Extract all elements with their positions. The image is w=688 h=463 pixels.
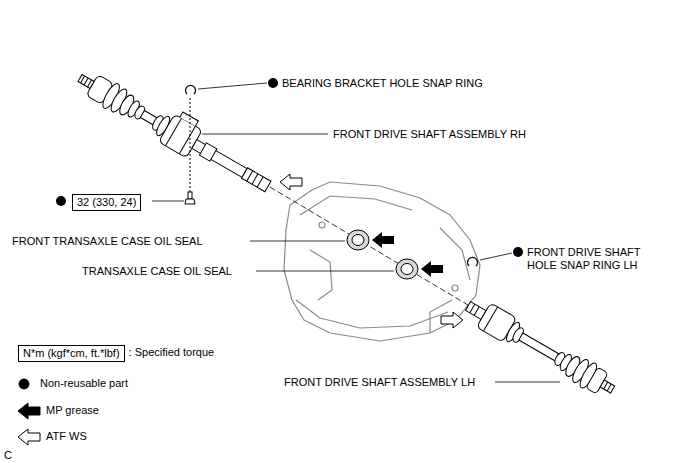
- non-reusable-mark-part: [56, 196, 66, 206]
- leader-line-part: [202, 134, 328, 135]
- drive-shaft-rh-part: [242, 168, 271, 192]
- part-label: FRONT DRIVE SHAFT ASSEMBLY RH: [333, 128, 526, 141]
- legend-sample-part: [18, 429, 40, 445]
- atf-ws-arrow-part: [280, 174, 302, 190]
- drive-shaft-rh: [72, 59, 279, 200]
- center-line: [270, 187, 468, 305]
- drive-shaft-lh-part: [607, 384, 611, 391]
- legend-sample-part: [19, 379, 29, 389]
- part-label: FRONT DRIVE SHAFT HOLE SNAP RING LH: [527, 246, 667, 272]
- bolt: [185, 98, 195, 204]
- drive-shaft-lh: [461, 294, 620, 402]
- transaxle-housing: [284, 182, 480, 341]
- oil-seal: [347, 230, 418, 279]
- drive-shaft-rh-part: [247, 171, 253, 181]
- mp-grease-arrow-part: [372, 232, 394, 248]
- part-label: TRANSAXLE CASE OIL SEAL: [82, 265, 232, 278]
- bolt-part: [190, 98, 191, 192]
- transaxle-housing-part: [452, 285, 458, 291]
- legend-text: : Specified torque: [129, 346, 215, 359]
- snap-ring: [185, 85, 477, 266]
- atf-ws-arrow: [280, 174, 463, 328]
- drive-shaft-rh-part: [199, 143, 216, 161]
- transaxle-housing-part: [284, 182, 480, 341]
- transaxle-housing-part: [296, 300, 448, 328]
- transaxle-housing-part: [319, 222, 325, 228]
- snap-ring-part: [185, 85, 195, 94]
- oil-seal-part: [347, 230, 369, 250]
- legend-text: ATF WS: [46, 430, 87, 443]
- torque-legend-box: N*m (kgf*cm, ft.*lbf): [18, 345, 125, 362]
- drive-shaft-rh-part: [166, 118, 182, 146]
- bolt-part: [188, 192, 192, 199]
- oil-seal-part: [401, 264, 413, 275]
- mp-grease-arrow: [372, 232, 443, 277]
- legend-sample: [18, 379, 40, 445]
- drive-shaft-rh-part: [88, 80, 92, 87]
- leader-line-part: [250, 241, 345, 242]
- atf-ws-arrow-part: [441, 312, 463, 328]
- drive-shaft-lh-part: [470, 304, 475, 313]
- oil-seal-part: [396, 259, 418, 279]
- node-text: 32 (330, 24): [77, 196, 136, 209]
- drive-shaft-rh-part: [257, 177, 263, 187]
- transaxle-housing-part: [300, 196, 412, 215]
- transaxle-housing-part: [310, 250, 332, 300]
- drive-shaft-rh-part: [81, 76, 85, 83]
- legend-text: Non-reusable part: [40, 377, 128, 390]
- non-reusable-mark-part: [513, 247, 523, 257]
- leader-line-part: [198, 83, 267, 89]
- leader-line-part: [256, 271, 394, 272]
- leader-line-part: [480, 253, 512, 260]
- drive-shaft-lh-part: [474, 307, 479, 316]
- leader-line-part: [495, 382, 560, 383]
- drive-shaft-rh-part: [84, 78, 88, 85]
- drive-shaft-lh-part: [604, 382, 608, 389]
- legend-sample-part: [18, 403, 40, 419]
- bolt-part: [185, 199, 195, 204]
- drive-shaft-lh-part: [519, 333, 559, 361]
- drive-shaft-lh-part: [600, 380, 614, 393]
- leader-line: [152, 83, 560, 382]
- part-label: FRONT DRIVE SHAFT ASSEMBLY LH: [284, 376, 475, 389]
- torque-box: 32 (330, 24): [72, 194, 141, 211]
- non-reusable-mark-part: [268, 78, 278, 88]
- drive-shaft-rh-part: [252, 174, 258, 184]
- mp-grease-arrow-part: [421, 261, 443, 277]
- drive-shaft-rh-part: [180, 112, 199, 126]
- leader-line-part: [152, 201, 184, 202]
- snap-ring-part: [467, 257, 477, 266]
- drive-shaft-lh-part: [484, 307, 498, 331]
- oil-seal-part: [352, 235, 364, 246]
- drive-shaft-rh-part: [179, 126, 195, 154]
- figure-code: C: [4, 449, 12, 462]
- legend-text: MP grease: [46, 404, 99, 417]
- drive-shaft-rh-part: [192, 140, 247, 178]
- non-reusable-mark: [56, 78, 523, 257]
- transaxle-housing-part: [440, 228, 470, 280]
- part-label: FRONT TRANSAXLE CASE OIL SEAL: [12, 235, 203, 248]
- node-text: N*m (kgf*cm, ft.*lbf): [23, 347, 120, 360]
- part-label: BEARING BRACKET HOLE SNAP RING: [282, 77, 483, 90]
